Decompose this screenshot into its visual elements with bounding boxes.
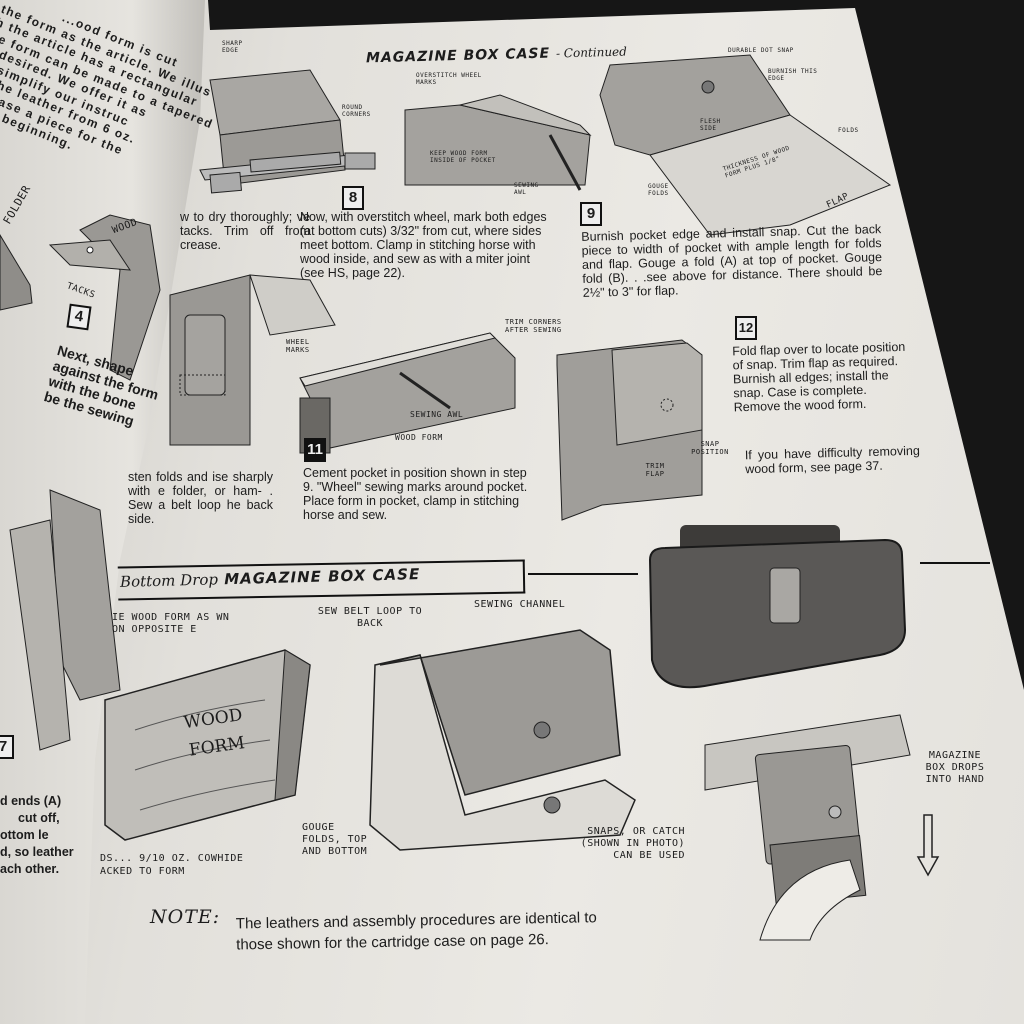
keep-wood-label: KEEP WOOD FORM INSIDE OF POCKET — [430, 150, 496, 164]
snap-position-label: SNAP POSITION — [691, 440, 729, 456]
flesh-side-label: FLESH SIDE — [700, 118, 721, 132]
step7-line: d ends (A) — [0, 794, 62, 808]
sewing-awl-label: SEWING AWL — [514, 182, 539, 196]
step9-illustration — [599, 54, 892, 236]
sew-belt-loop-label: SEW BELT LOOP TO BACK — [317, 606, 423, 629]
step8-text: Now, with overstitch wheel, mark both ed… — [300, 210, 547, 280]
step5-text: sten folds and ise sharply with e folder… — [128, 470, 273, 526]
step7-line: ach other. — [0, 862, 60, 876]
step7-line: cut off, — [18, 811, 60, 825]
step6-illustration — [9, 489, 121, 751]
wood-form-illustration — [104, 649, 311, 841]
wood-form-label: WOOD FORM — [395, 433, 443, 442]
step5-illustration — [169, 274, 336, 446]
step7-number: 7 — [0, 735, 14, 759]
wood-form-text: WOOD FORM — [182, 705, 247, 761]
overstitch-label: OVERSTITCH WHEEL MARKS — [416, 72, 482, 86]
step10-text: w to dry thoroughly; ve tacks. Trim off … — [180, 210, 310, 252]
step8-illustration — [404, 94, 592, 191]
drops-into-hand-label: MAGAZINE BOX DROPS INTO HAND — [925, 750, 985, 785]
note-text: The leathers and assembly procedures are… — [235, 909, 597, 954]
down-arrow-icon — [916, 814, 940, 877]
note-label: NOTE: — [150, 906, 221, 928]
step12-number: 12 — [735, 316, 757, 340]
sewing-awl-label-2: SEWING AWL — [410, 410, 464, 419]
bottom-drop-script: Bottom Drop — [119, 570, 219, 591]
step11-text: Cement pocket in position shown in step … — [303, 466, 528, 522]
step4-number: 4 — [66, 303, 92, 331]
folder-illustration — [0, 234, 33, 311]
trim-corners-label: TRIM CORNERS AFTER SEWING — [505, 318, 562, 334]
step9-text: Burnish pocket edge and install snap. Cu… — [581, 222, 883, 300]
sharp-edge-label: SHARP EDGE — [222, 40, 243, 54]
difficulty-text: If you have difficulty removing wood for… — [744, 443, 920, 477]
step12-text: Fold flap over to locate position of sna… — [732, 339, 906, 415]
step9-number: 9 — [580, 202, 602, 226]
round-corners-label: ROUND CORNERS — [342, 104, 371, 118]
cowhide-label: DS... 9/10 oz. COWHIDE ACKED TO FORM — [100, 853, 244, 877]
step4-illustration — [48, 214, 161, 381]
case-photo — [648, 525, 907, 689]
divider-line-right — [920, 562, 990, 564]
step7-text: d ends (A) cut off, ottom le d, so leath… — [0, 793, 74, 878]
durable-dot-snap-label: DURABLE DOT SNAP — [728, 47, 794, 54]
step12-illustration — [556, 339, 703, 521]
wheel-marks-label: WHEEL MARKS — [286, 338, 310, 354]
step11-illustration — [299, 332, 516, 454]
folds-label: FOLDS — [838, 127, 859, 134]
step8-number: 8 — [342, 186, 364, 210]
divider-line — [528, 573, 638, 575]
step10-illustration — [199, 69, 376, 194]
step11-number: 11 — [304, 438, 326, 462]
belt-loop-illustration — [369, 629, 636, 851]
burnish-edge-label: BURNISH THIS EDGE — [768, 68, 818, 82]
sewing-channel-label: SEWING CHANNEL — [474, 599, 566, 610]
gouge-folds-label: GOUGE FOLDS — [648, 183, 669, 197]
snaps-catch-label: SNAPS, OR CATCH (SHOWN IN PHOTO) CAN BE … — [580, 826, 685, 861]
belt-drop-illustration — [704, 714, 911, 941]
step7-line: d, so leather — [0, 845, 74, 859]
gouge-folds-label-2: GOUGE FOLDS, TOP AND BOTTOM — [302, 822, 368, 857]
step7-line: ottom le — [0, 828, 49, 842]
wood-form-as-label: IE WOOD FORM AS WN ON OPPOSITE E — [112, 612, 230, 635]
trim-flap-label: TRIM FLAP — [645, 462, 665, 478]
